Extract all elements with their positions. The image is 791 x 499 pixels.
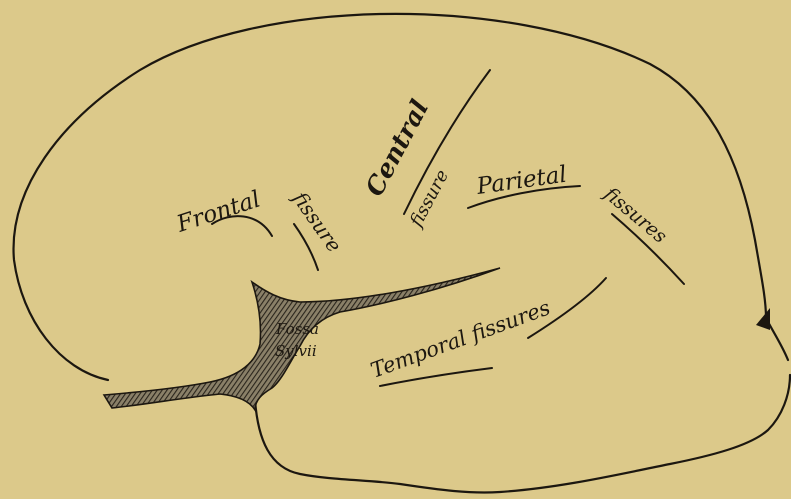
label-fossa: Fossa [275,320,319,338]
label-sylvii: Sylvii [275,342,317,360]
